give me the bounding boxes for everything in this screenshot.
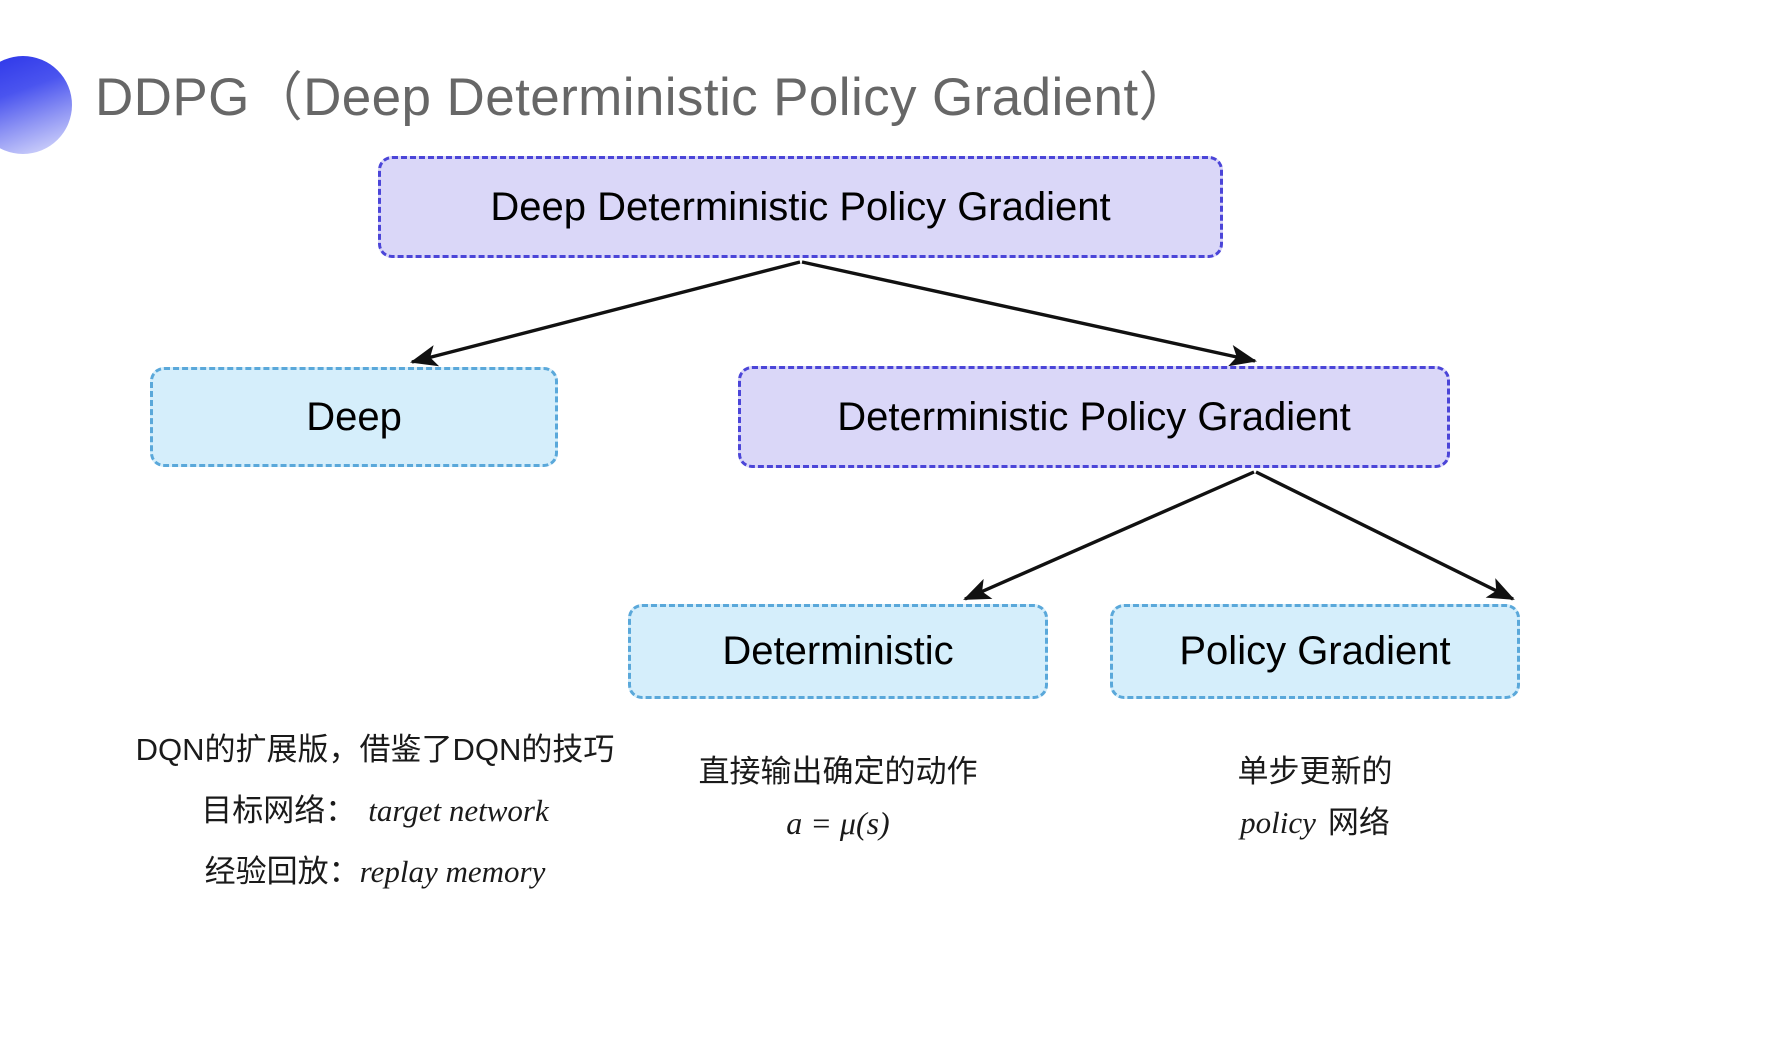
caption-deep-line-3-term: replay memory [359,854,546,890]
caption-deep-line-2: 目标网络： target network [95,787,655,834]
caption-deep-line-2-label: 目标网络： [201,793,357,829]
node-label: Deep Deterministic Policy Gradient [490,184,1111,229]
caption-deep-line-3: 经验回放：replay memory [95,848,655,895]
node-label: Deterministic Policy Gradient [837,394,1351,439]
caption-policy-gradient-line-1: 单步更新的 [1237,754,1393,789]
node-deep[interactable]: Deep [150,367,558,467]
caption-deterministic-formula: a = μ(s) [786,805,890,842]
node-label: Policy Gradient [1179,629,1451,673]
caption-policy-gradient-term: policy [1240,805,1316,841]
edge-dpg-to-policy-gradient [1255,470,1515,601]
node-deterministic-policy-gradient[interactable]: Deterministic Policy Gradient [738,366,1450,468]
node-deep-deterministic-policy-gradient[interactable]: Deep Deterministic Policy Gradient [378,156,1223,258]
gradient-circle-bullet-icon [0,56,72,154]
edge-root-to-dpg [801,260,1257,367]
caption-policy-gradient: 单步更新的 policy 网络 [1120,748,1510,846]
node-label: Deterministic [722,629,954,673]
caption-deep-line-1: DQN的扩展版，借鉴了DQN的技巧 [135,732,615,767]
caption-deep: DQN的扩展版，借鉴了DQN的技巧 目标网络： target network 经验… [95,726,655,895]
node-label: Deep [306,394,402,439]
caption-deterministic: 直接输出确定的动作 a = μ(s) [638,748,1038,848]
caption-policy-gradient-line-2: policy 网络 [1120,799,1510,846]
edge-dpg-to-deterministic [963,470,1255,601]
page-title: DDPG（Deep Deterministic Policy Gradient） [95,68,1192,127]
caption-deterministic-line-1: 直接输出确定的动作 [698,754,978,789]
edge-root-to-deep [410,260,801,367]
caption-deep-line-3-label: 经验回放： [204,854,360,890]
node-deterministic[interactable]: Deterministic [628,604,1048,699]
caption-policy-gradient-suffix: 网络 [1327,805,1390,841]
node-policy-gradient[interactable]: Policy Gradient [1110,604,1520,699]
caption-deep-line-2-term: target network [368,793,549,829]
